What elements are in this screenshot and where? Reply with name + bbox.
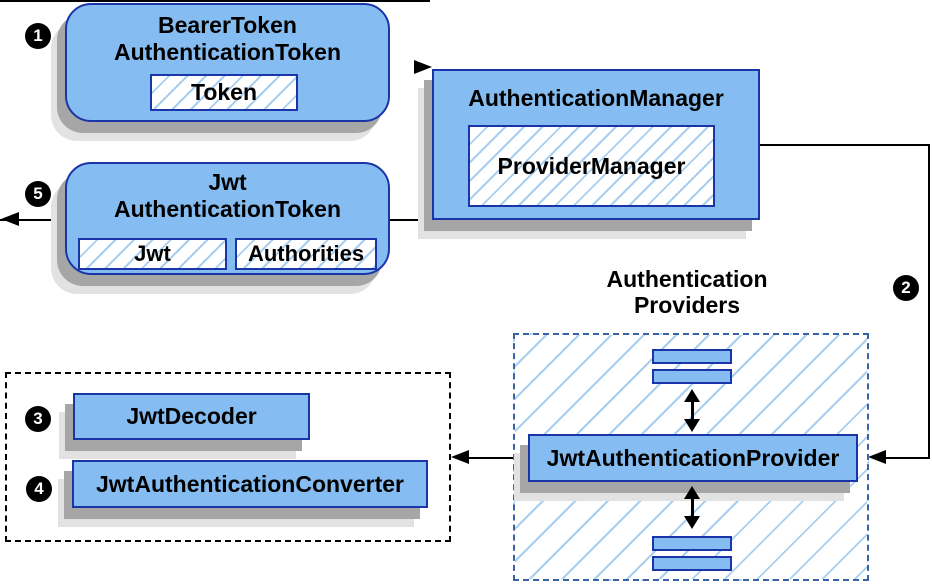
bearer-token-title-line1: BearerToken	[158, 12, 297, 38]
manager-to-provider-line-top	[758, 144, 930, 146]
manager-to-provider-line-right	[928, 144, 930, 459]
arrowhead-up-icon	[684, 486, 700, 499]
jwt-authentication-converter-label: JwtAuthenticationConverter	[96, 470, 404, 497]
provider-updown-arrow	[684, 389, 700, 432]
arrowhead-right-icon	[414, 60, 432, 74]
jwt-authentication-provider-box: JwtAuthenticationProvider	[528, 434, 858, 482]
provider-manager-box: ProviderManager	[468, 125, 715, 207]
provider-list-bar	[652, 349, 732, 364]
provider-updown-arrow	[684, 486, 700, 529]
step-1-badge: 1	[25, 23, 51, 49]
authorities-field-label: Authorities	[247, 241, 365, 266]
step-4-badge: 4	[26, 476, 52, 502]
arrowhead-up-icon	[684, 389, 700, 402]
authentication-providers-label-line1: Authentication	[606, 266, 768, 292]
arrowhead-left-icon	[1, 212, 19, 226]
decoder-group-box	[5, 372, 451, 542]
authentication-manager-title: AuthenticationManager	[468, 85, 724, 111]
jwt-decoder-label: JwtDecoder	[126, 403, 257, 429]
jwt-field-box: Jwt	[78, 238, 227, 270]
step-3-badge: 3	[25, 406, 51, 432]
provider-list-bar	[652, 536, 732, 551]
token-field-label: Token	[190, 79, 258, 105]
authentication-providers-label: Authentication Providers	[563, 266, 811, 318]
request-in-line	[0, 0, 430, 2]
jwt-token-title-line2: AuthenticationToken	[113, 196, 341, 222]
provider-list-bar	[652, 556, 732, 571]
arrowhead-down-icon	[684, 516, 700, 529]
provider-manager-label: ProviderManager	[497, 152, 686, 179]
bearer-token-authentication-token-box: BearerToken AuthenticationToken	[65, 3, 390, 122]
bearer-token-title-line2: AuthenticationToken	[113, 39, 341, 65]
step-5-badge: 5	[25, 181, 51, 207]
provider-list-bar	[652, 369, 732, 384]
arrowhead-left-icon	[868, 450, 886, 464]
authentication-providers-label-line2: Providers	[633, 292, 741, 318]
jwt-authentication-converter-box: JwtAuthenticationConverter	[72, 460, 428, 508]
token-field-box: Token	[150, 74, 298, 111]
jwt-field-label: Jwt	[134, 241, 171, 266]
authorities-field-box: Authorities	[235, 238, 377, 270]
provider-to-decoder-line	[458, 457, 528, 459]
arrowhead-left-icon	[451, 450, 469, 464]
arrowhead-down-icon	[684, 419, 700, 432]
step-2-badge: 2	[893, 275, 919, 301]
manager-to-provider-line-bottom	[876, 457, 930, 459]
jwt-authentication-provider-label: JwtAuthenticationProvider	[546, 444, 840, 471]
jwt-decoder-box: JwtDecoder	[73, 393, 310, 440]
jwt-token-title-line1: Jwt	[208, 169, 247, 195]
